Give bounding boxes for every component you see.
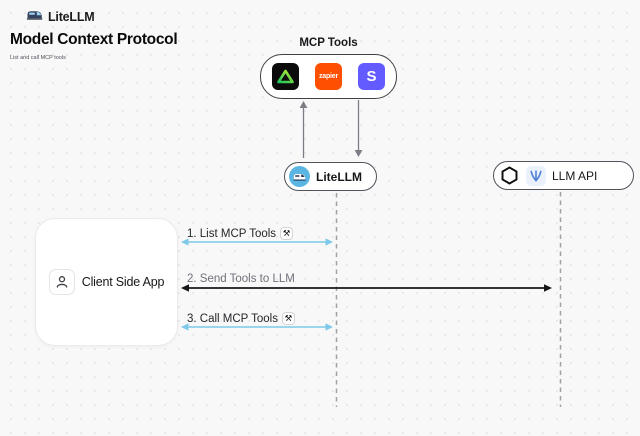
person-icon [48,269,75,295]
step3-label: 3. Call MCP Tools [187,312,278,325]
litellm-node: LiteLLM [284,162,377,191]
stripe-icon: S [358,63,385,90]
step2-arrow [181,284,552,292]
mcp-tools-box: zapier S [260,54,397,99]
llm-api-node: LLM API [493,161,634,190]
page-title: Model Context Protocol [10,31,178,48]
brand-name: LiteLLM [48,9,95,24]
arrow-mcp-to-litellm [354,100,363,157]
page-subtitle: List and call MCP tools [10,55,66,61]
green-triangle-tool-icon [272,63,299,90]
zapier-icon: zapier [315,63,342,90]
step2-label-row: 2. Send Tools to LLM [187,273,295,285]
litellm-logo-train-icon [26,7,43,26]
step1-arrow [181,238,333,246]
step1-label-row: 1. List MCP Tools ⚒ [187,227,294,240]
blue-llm-provider-icon [526,165,546,186]
client-node-label: Client Side App [81,275,165,289]
step3-label-row: 3. Call MCP Tools ⚒ [187,312,295,325]
tools-icon: ⚒ [281,312,295,325]
arrow-litellm-to-mcp [299,101,308,158]
openai-icon [499,165,520,186]
litellm-node-label: LiteLLM [316,169,362,184]
step1-label: 1. List MCP Tools [187,227,277,240]
mcp-tools-label: MCP Tools [299,37,358,49]
step3-arrow [181,323,333,331]
brand: LiteLLM [26,7,95,26]
step2-label: 2. Send Tools to LLM [187,273,295,285]
litellm-train-icon [289,166,310,187]
client-side-app-node: Client Side App [35,218,178,346]
tools-icon: ⚒ [280,227,294,240]
llm-api-node-label: LLM API [552,168,598,183]
